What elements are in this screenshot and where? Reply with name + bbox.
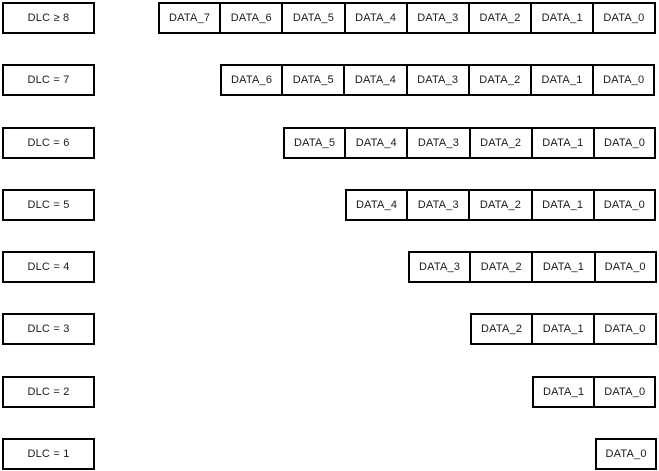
data-byte-cell: DATA_6 — [220, 2, 283, 34]
data-byte-cell: DATA_2 — [469, 189, 532, 221]
dlc-label-box: DLC = 6 — [2, 127, 95, 159]
data-byte-cell: DATA_1 — [531, 127, 594, 159]
data-byte-cell: DATA_5 — [282, 64, 345, 96]
data-byte-cell: DATA_1 — [531, 2, 594, 34]
data-byte-cell: DATA_0 — [593, 127, 657, 159]
data-byte-cell: DATA_0 — [594, 251, 657, 283]
data-byte-cell: DATA_0 — [593, 2, 656, 34]
dlc-label-box: DLC = 5 — [2, 189, 95, 221]
data-byte-cell: DATA_4 — [344, 2, 407, 34]
data-byte-cell: DATA_0 — [594, 313, 657, 345]
data-byte-cell: DATA_1 — [532, 251, 595, 283]
data-byte-cell: DATA_3 — [406, 2, 469, 34]
dlc-label-box: DLC ≥ 8 — [2, 2, 95, 34]
data-byte-cell: DATA_4 — [344, 64, 407, 96]
dlc-row: DLC = 1 DATA_0 — [0, 438, 659, 470]
data-byte-cell: DATA_2 — [468, 64, 531, 96]
dlc-label-box: DLC = 2 — [2, 376, 95, 408]
data-byte-cell: DATA_1 — [531, 189, 594, 221]
data-byte-cell: DATA_4 — [345, 127, 408, 159]
dlc-label-box: DLC = 1 — [2, 438, 95, 470]
data-byte-cell: DATA_3 — [408, 251, 471, 283]
data-byte-cell: DATA_2 — [469, 127, 532, 159]
data-byte-cell: DATA_0 — [593, 189, 656, 221]
data-byte-cell: DATA_2 — [468, 2, 532, 34]
data-byte-cell: DATA_4 — [345, 189, 408, 221]
data-byte-cell: DATA_1 — [532, 313, 595, 345]
data-byte-cell: DATA_2 — [470, 313, 533, 345]
data-byte-cell: DATA_0 — [594, 376, 657, 408]
data-byte-cell: DATA_2 — [470, 251, 533, 283]
data-byte-cell: DATA_5 — [283, 127, 346, 159]
data-byte-cell: DATA_6 — [220, 64, 283, 96]
dlc-label-box: DLC = 4 — [2, 251, 95, 283]
data-byte-cell: DATA_5 — [282, 2, 345, 34]
data-byte-cell: DATA_3 — [406, 64, 469, 96]
data-byte-cell: DATA_3 — [407, 189, 470, 221]
dlc-label-box: DLC = 3 — [2, 313, 95, 345]
data-byte-cell: DATA_0 — [593, 64, 656, 96]
dlc-label-box: DLC = 7 — [2, 64, 95, 96]
data-byte-strip: DATA_0 — [595, 438, 658, 470]
data-byte-cell: DATA_7 — [158, 2, 221, 34]
data-byte-cell: DATA_3 — [407, 127, 470, 159]
data-byte-cell: DATA_0 — [595, 438, 658, 470]
data-byte-cell: DATA_1 — [532, 376, 595, 408]
data-byte-cell: DATA_1 — [530, 64, 594, 96]
